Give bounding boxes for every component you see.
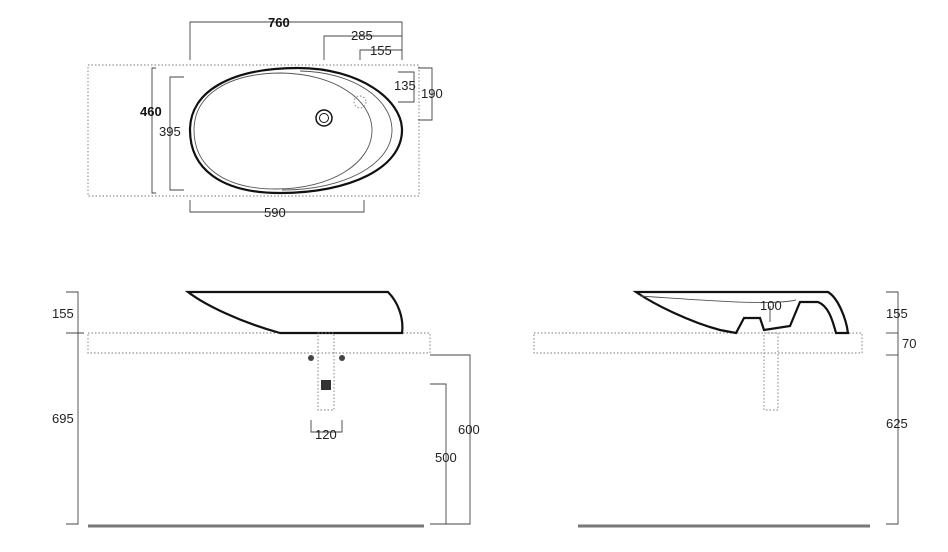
basin-outline-front [184,290,404,335]
dim-line-side [886,291,899,525]
dim-line-155 [359,49,402,60]
dim-side-155: 155 [886,306,908,321]
countertop-side [533,332,863,354]
basin-outline-top [188,66,404,195]
dim-line-135 [398,71,415,103]
anchor-right-icon [339,355,345,361]
dim-155: 155 [370,43,392,58]
trap-icon [321,380,331,390]
dim-135: 135 [394,78,416,93]
drain-inner-icon [319,113,329,123]
dim-695: 695 [52,411,74,426]
countertop-outline-top [87,64,420,197]
anchor-left-icon [308,355,314,361]
dim-460: 460 [140,104,162,119]
dim-625: 625 [886,416,908,431]
basin-rim-top [281,70,393,191]
drain-pipe-side [763,332,779,411]
faucet-hole-icon [353,95,367,109]
basin-inner-side [639,295,797,303]
dim-line-760 [189,21,403,60]
dim-190: 190 [421,86,443,101]
drain-pipe-front [317,332,335,411]
dim-100: 100 [760,298,782,313]
dim-600: 600 [458,422,480,437]
dim-front-155: 155 [52,306,74,321]
front-view: 155 695 120 600 500 [52,290,480,528]
dim-500: 500 [435,450,457,465]
dim-line-460 [151,67,156,194]
countertop-front [87,332,431,354]
dim-line-500 [430,383,447,524]
dim-395: 395 [159,124,181,139]
top-view: 760 285 155 460 395 135 190 590 [87,15,443,220]
dim-line-395 [169,76,184,191]
dim-line-190 [418,67,433,121]
dim-line-590 [189,200,365,213]
side-view: 100 155 70 625 [533,290,916,528]
dim-line-120 [310,420,343,433]
dim-line-600 [430,354,471,525]
drain-icon [315,109,333,127]
dim-line-285 [323,35,402,60]
dim-590: 590 [264,205,286,220]
dim-760: 760 [268,15,290,30]
dim-285: 285 [351,28,373,43]
dim-70: 70 [902,336,916,351]
basin-inner-top [193,72,373,190]
dim-120: 120 [315,427,337,442]
dim-line-695 [66,291,79,525]
basin-outline-side [632,290,850,335]
